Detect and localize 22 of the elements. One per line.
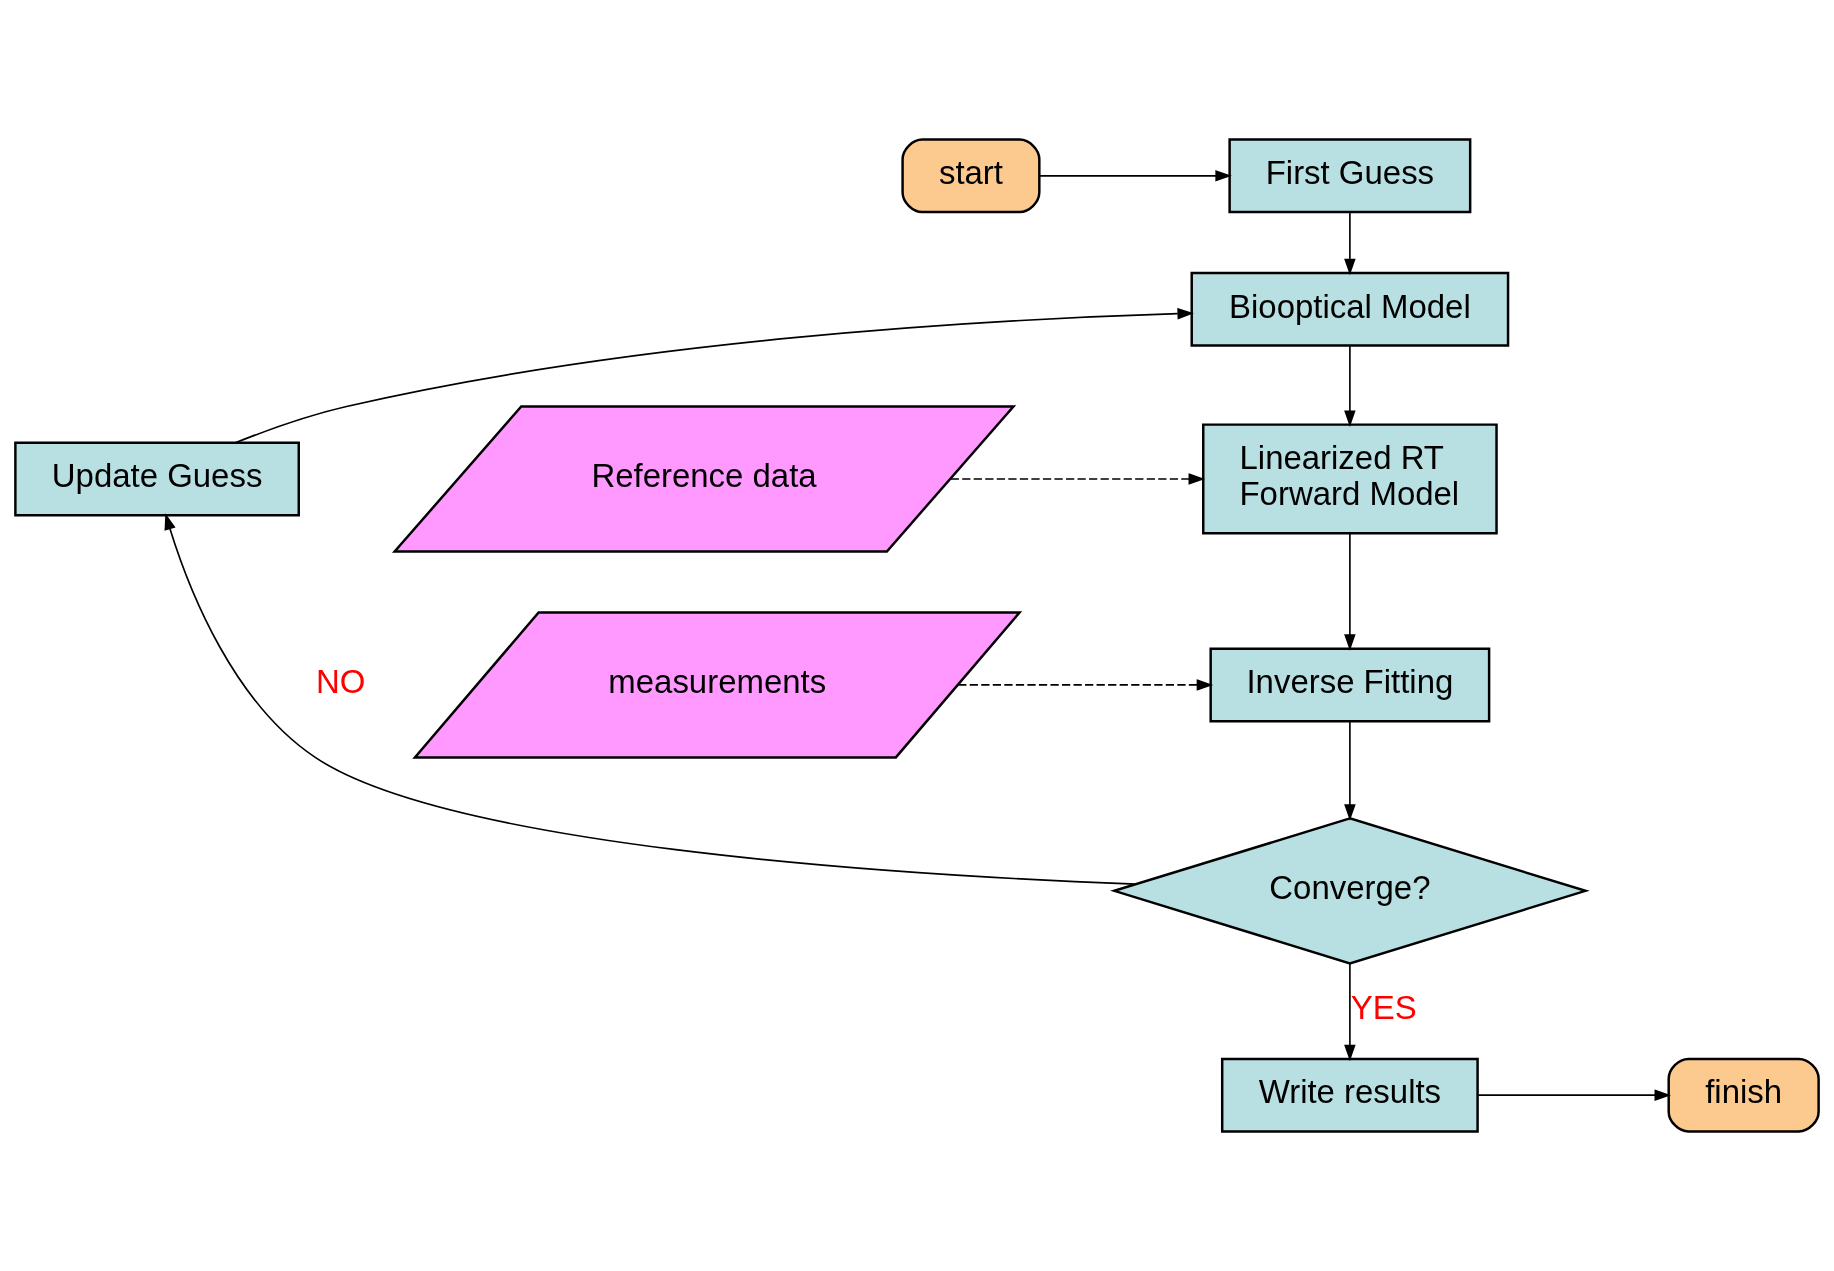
arrow: [235, 307, 1194, 444]
arrow: [1344, 533, 1356, 651]
node-box: Write results: [1220, 1057, 1479, 1133]
arrow: [164, 513, 1137, 885]
node-box: start: [901, 138, 1041, 214]
node-box: Update Guess: [14, 441, 300, 517]
node-box: finish: [1667, 1057, 1820, 1133]
arrow: [1344, 211, 1356, 276]
node-box: First Guess: [1228, 138, 1472, 214]
node-diamond: Converge?: [1110, 817, 1590, 965]
node-box: Linearized RT Forward Model: [1202, 423, 1498, 535]
arrow: [949, 473, 1205, 485]
node-box: Inverse Fitting: [1209, 647, 1491, 723]
arrow: [1344, 345, 1356, 427]
arrow: [1477, 1089, 1671, 1101]
edge-label: NO: [316, 663, 366, 701]
node-box: Biooptical Model: [1190, 271, 1510, 347]
arrow: [1038, 170, 1232, 182]
arrow: [957, 679, 1214, 691]
arrow: [1344, 720, 1356, 821]
edge-label: YES: [1350, 989, 1417, 1027]
arrow: [1344, 962, 1356, 1062]
